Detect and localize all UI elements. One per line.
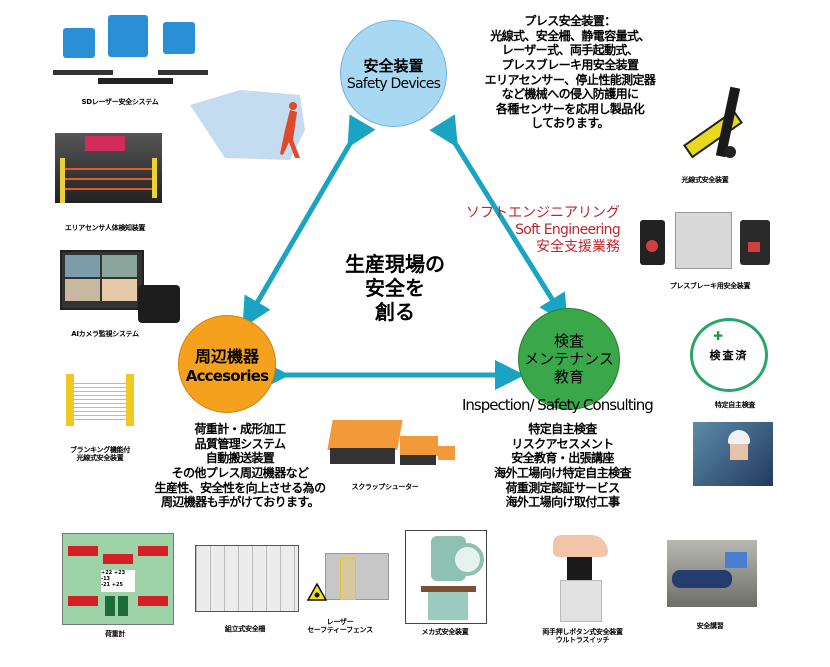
arrow-safety-inspection	[429, 114, 568, 325]
light-curtain-image	[683, 86, 743, 159]
readout-2: +23	[113, 570, 126, 576]
area-sensor-image	[55, 133, 162, 203]
safety-training-photo	[667, 540, 757, 607]
mechanical-safety-caption: メカ式安全装置	[421, 628, 469, 636]
center-title-line-2: 安全を	[365, 276, 425, 300]
safety-devices-jp: 安全装置	[363, 57, 424, 75]
safety-training-caption: 安全講習	[696, 622, 724, 630]
ai-camera-caption: AIカメラ監視システム	[71, 330, 139, 338]
accessories-node: 周辺機器 Accesories	[178, 315, 276, 413]
accessories-en: Accesories	[185, 367, 269, 385]
scrap-shooter-caption: スクラップシューター	[351, 483, 419, 491]
load-meter-image: +22 +23 -13 -21 +25	[62, 533, 174, 625]
laser-fence-image	[325, 553, 389, 600]
mechanical-safety-image	[405, 530, 487, 624]
two-hand-switch-caption: 両手押しボタン式安全装置 ウルトラスイッチ	[542, 628, 623, 645]
inspection-sticker-caption: 特定自主検査	[714, 401, 756, 409]
readout-3: -13	[101, 576, 111, 582]
ai-camera-image	[60, 250, 144, 310]
inspection-sticker-image: ✚ 検査済	[690, 318, 768, 392]
inspection-jp-1: 検査	[553, 332, 584, 350]
blanking-curtain-caption: ブランキング機能付 光線式安全装置	[69, 446, 131, 463]
inspection-node: 検査 メンテナンス 教育	[518, 308, 620, 410]
arrow-safety-accessories	[242, 114, 376, 328]
laser-fence-caption: レーザー セーフティーフェンス	[307, 618, 373, 635]
inspection-description: 特定自主検査 リスクアセスメント 安全教育・出張講座 海外工場向け特定自主検査 …	[494, 422, 631, 510]
inspection-en: Inspection/ Safety Consulting	[462, 396, 654, 414]
center-title-line-3: 創る	[375, 300, 415, 324]
fence-image	[195, 545, 299, 612]
scrap-shooter-image	[327, 420, 455, 470]
blanking-curtain-image	[66, 374, 134, 426]
safety-description: プレス安全装置： 光線式、安全柵、静電容量式、 レーザー式、両手起動式、 プレス…	[484, 14, 656, 131]
worker-photo	[693, 422, 773, 486]
camera-unit-image	[138, 285, 180, 323]
sd-laser-caption: SDレーザー安全システム	[81, 98, 159, 106]
two-hand-switch-image	[545, 535, 610, 622]
area-sensor-caption: エリアセンサ人体検知装置	[64, 224, 146, 232]
soft-engineering: ソフトエンジニアリング Soft Engineering 安全支援業務	[425, 205, 621, 255]
sd-laser-image	[48, 10, 208, 90]
readout-1: +22	[101, 570, 113, 576]
safety-devices-en: Safety Devices	[346, 76, 441, 92]
laser-scan-area-image	[190, 90, 305, 160]
accessories-description: 荷重計・成形加工 品質管理システム 自動搬送装置 その他プレス周辺機器など 生産…	[154, 422, 326, 510]
fence-caption: 組立式安全柵	[224, 625, 266, 633]
safety-devices-node: 安全装置 Safety Devices	[340, 20, 447, 127]
soft-engineering-en: Soft Engineering	[515, 221, 621, 238]
press-brake-caption: プレスブレーキ用安全装置	[669, 282, 751, 290]
soft-engineering-jp: ソフトエンジニアリング	[466, 205, 620, 221]
soft-engineering-jp2: 安全支援業務	[536, 238, 620, 255]
center-title: 生産現場の 安全を 創る	[325, 252, 465, 324]
accessories-jp: 周辺機器	[194, 347, 259, 366]
press-brake-image	[640, 212, 790, 270]
sticker-text: 検査済	[709, 349, 749, 362]
center-title-line-1: 生産現場の	[345, 252, 445, 276]
inspection-jp-2: メンテナンス	[524, 350, 614, 368]
readout-4: -21	[101, 582, 111, 588]
inspection-jp-3: 教育	[553, 368, 584, 386]
laser-warning-icon	[307, 583, 327, 601]
readout-5: +25	[111, 582, 123, 588]
light-curtain-caption: 光線式安全装置	[681, 176, 729, 184]
load-meter-caption: 荷重計	[104, 630, 126, 638]
